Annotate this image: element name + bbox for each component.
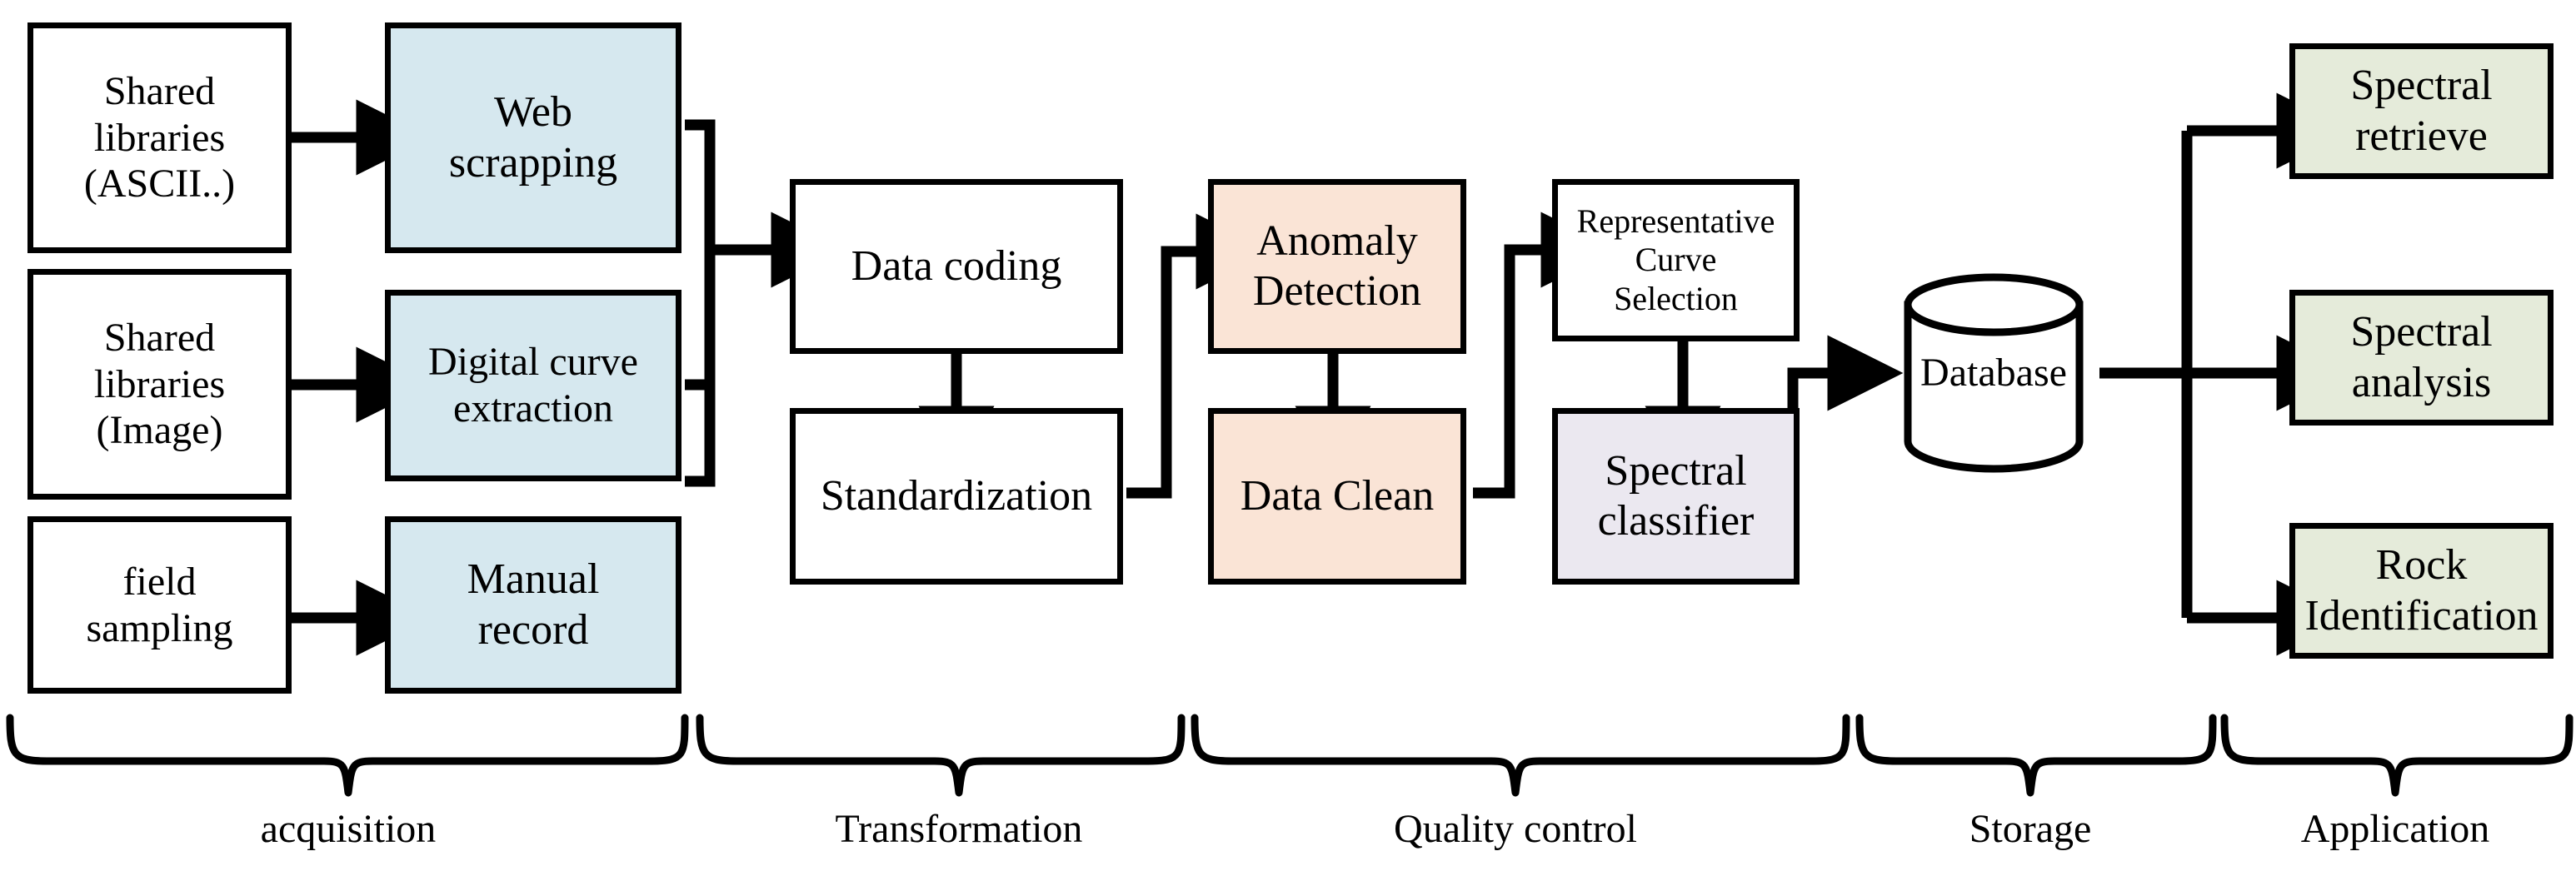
node-label: Standardization — [820, 471, 1093, 520]
brace-application — [2220, 714, 2574, 797]
node-label: Manual record — [467, 555, 600, 654]
node-label: Spectral analysis — [2350, 308, 2493, 406]
node-digital-curve-extraction[interactable]: Digital curve extraction — [385, 290, 681, 481]
database-cylinder-shape — [1904, 273, 2084, 473]
section-label-quality-control: Quality control — [1394, 807, 1637, 851]
node-label: Data Clean — [1240, 471, 1435, 520]
node-manual-record[interactable]: Manual record — [385, 516, 681, 694]
node-spectral-analysis[interactable]: Spectral analysis — [2289, 290, 2554, 426]
node-shared-libraries-image[interactable]: Shared libraries (Image) — [27, 269, 292, 500]
node-label: Rock Identification — [2304, 541, 2539, 640]
section-label-storage: Storage — [1969, 807, 2092, 851]
node-label: Spectral retrieve — [2350, 62, 2493, 160]
node-database[interactable]: Database — [1908, 350, 2079, 400]
node-representative-curve-selection[interactable]: Representative Curve Selection — [1552, 179, 1800, 341]
node-label: Spectral classifier — [1597, 446, 1755, 545]
node-label: field sampling — [86, 559, 233, 650]
brace-acquisition — [6, 714, 689, 797]
node-label: Representative Curve Selection — [1576, 202, 1775, 317]
node-web-scrapping[interactable]: Web scrapping — [385, 22, 681, 253]
section-label-acquisition: acquisition — [260, 807, 437, 851]
node-label: Web scrapping — [448, 88, 618, 187]
node-label: Shared libraries (ASCII..) — [83, 68, 236, 207]
section-label-transformation: Transformation — [835, 807, 1083, 851]
node-field-sampling[interactable]: field sampling — [27, 516, 292, 694]
node-data-clean[interactable]: Data Clean — [1208, 408, 1466, 585]
node-data-coding[interactable]: Data coding — [790, 179, 1123, 354]
node-shared-libraries-ascii[interactable]: Shared libraries (ASCII..) — [27, 22, 292, 253]
arrow-dataclean-to-rcs — [1473, 212, 1617, 499]
brace-quality-control — [1191, 714, 1850, 797]
node-rock-identification[interactable]: Rock Identification — [2289, 523, 2554, 659]
node-label: Digital curve extraction — [428, 340, 638, 431]
section-label-application: Application — [2300, 807, 2490, 851]
brace-storage — [1855, 714, 2217, 797]
node-label: Shared libraries (Image) — [93, 315, 226, 453]
node-spectral-retrieve[interactable]: Spectral retrieve — [2289, 43, 2554, 179]
brace-transformation — [696, 714, 1186, 797]
node-label: Database — [1920, 351, 2067, 395]
arrow-standardization-to-anomaly — [1126, 213, 1272, 499]
section-braces — [6, 714, 2574, 797]
node-label: Anomaly Detection — [1252, 217, 1422, 315]
bus-acquisition-merge — [685, 119, 716, 487]
node-label: Data coding — [851, 241, 1062, 290]
node-anomaly-detection[interactable]: Anomaly Detection — [1208, 179, 1466, 354]
node-spectral-classifier[interactable]: Spectral classifier — [1552, 408, 1800, 585]
node-standardization[interactable]: Standardization — [790, 408, 1123, 585]
